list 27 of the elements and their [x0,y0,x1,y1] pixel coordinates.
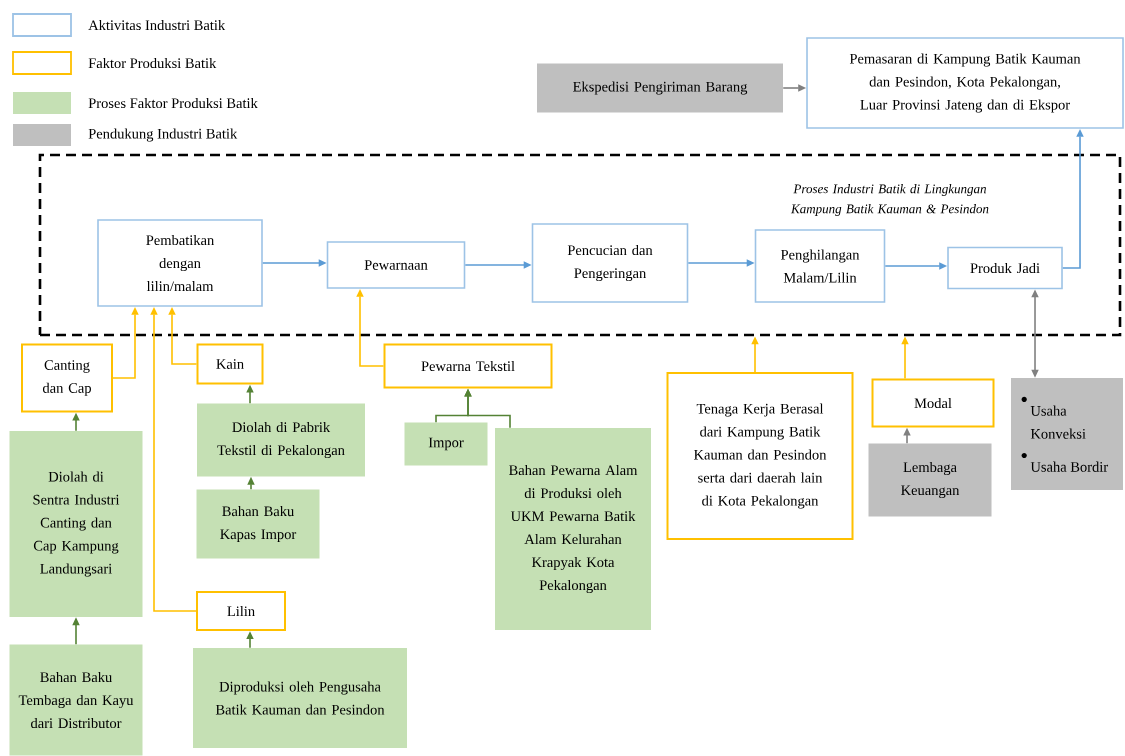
support-box: Ekspedisi Pengiriman Barang [537,63,783,113]
activity-box: Pewarnaan [326,241,466,289]
factor-box: Kain [196,343,264,385]
process-box: Bahan Baku Tembaga dan Kayu dari Distributor [9,644,143,756]
activity-box: Produk Jadi [947,246,1063,290]
activity-box: Penghilangan Malam/Lilin [754,229,886,303]
factor-box: Tenaga Kerja Berasal dari Kampung Batik Kauman dan Pesindon serta dari daerah lain di Kota Pekalongan [666,372,854,540]
factor-box: Modal [871,378,995,428]
legend-label: Proses Faktor Produksi Batik [88,97,258,109]
activity-box: Pembatikan dengan lilin/malam [97,219,263,307]
support-box: Usaha Konveksi Usaha Bordir [1011,378,1123,490]
process-box: Diolah di Pabrik Tekstil di Pekalongan [197,403,365,477]
process-box: Impor [404,422,488,466]
process-box: Bahan Baku Kapas Impor [196,489,320,559]
factor-box: Lilin [196,591,286,631]
support-box: Lembaga Keuangan [868,443,992,517]
process-box: Diolah di Sentra Industri Canting dan Cap Kampung Landungsari [9,431,143,617]
activity-box: Pencucian dan Pengeringan [531,223,689,303]
region-caption: Proses Industri Batik di Lingkungan Kampung Batik Kauman & Pesindon [790,184,989,216]
legend-label: Aktivitas Industri Batik [88,19,226,31]
activity-box: Pemasaran di Kampung Batik Kauman dan Pesindon, Kota Pekalongan, Luar Provinsi Jateng dan di Ekspor [806,37,1124,129]
legend-label: Faktor Produksi Batik [88,57,217,69]
legend-label: Pendukung Industri Batik [88,128,238,142]
factor-box: Canting dan Cap [21,343,113,413]
process-box: Bahan Pewarna Alam di Produksi oleh UKM Pewarna Batik Alam Kelurahan Krapyak Kota Pekalongan [495,428,651,630]
factor-box: Pewarna Tekstil [383,343,553,389]
process-box: Diproduksi oleh Pengusaha Batik Kauman dan Pesindon [193,648,407,748]
